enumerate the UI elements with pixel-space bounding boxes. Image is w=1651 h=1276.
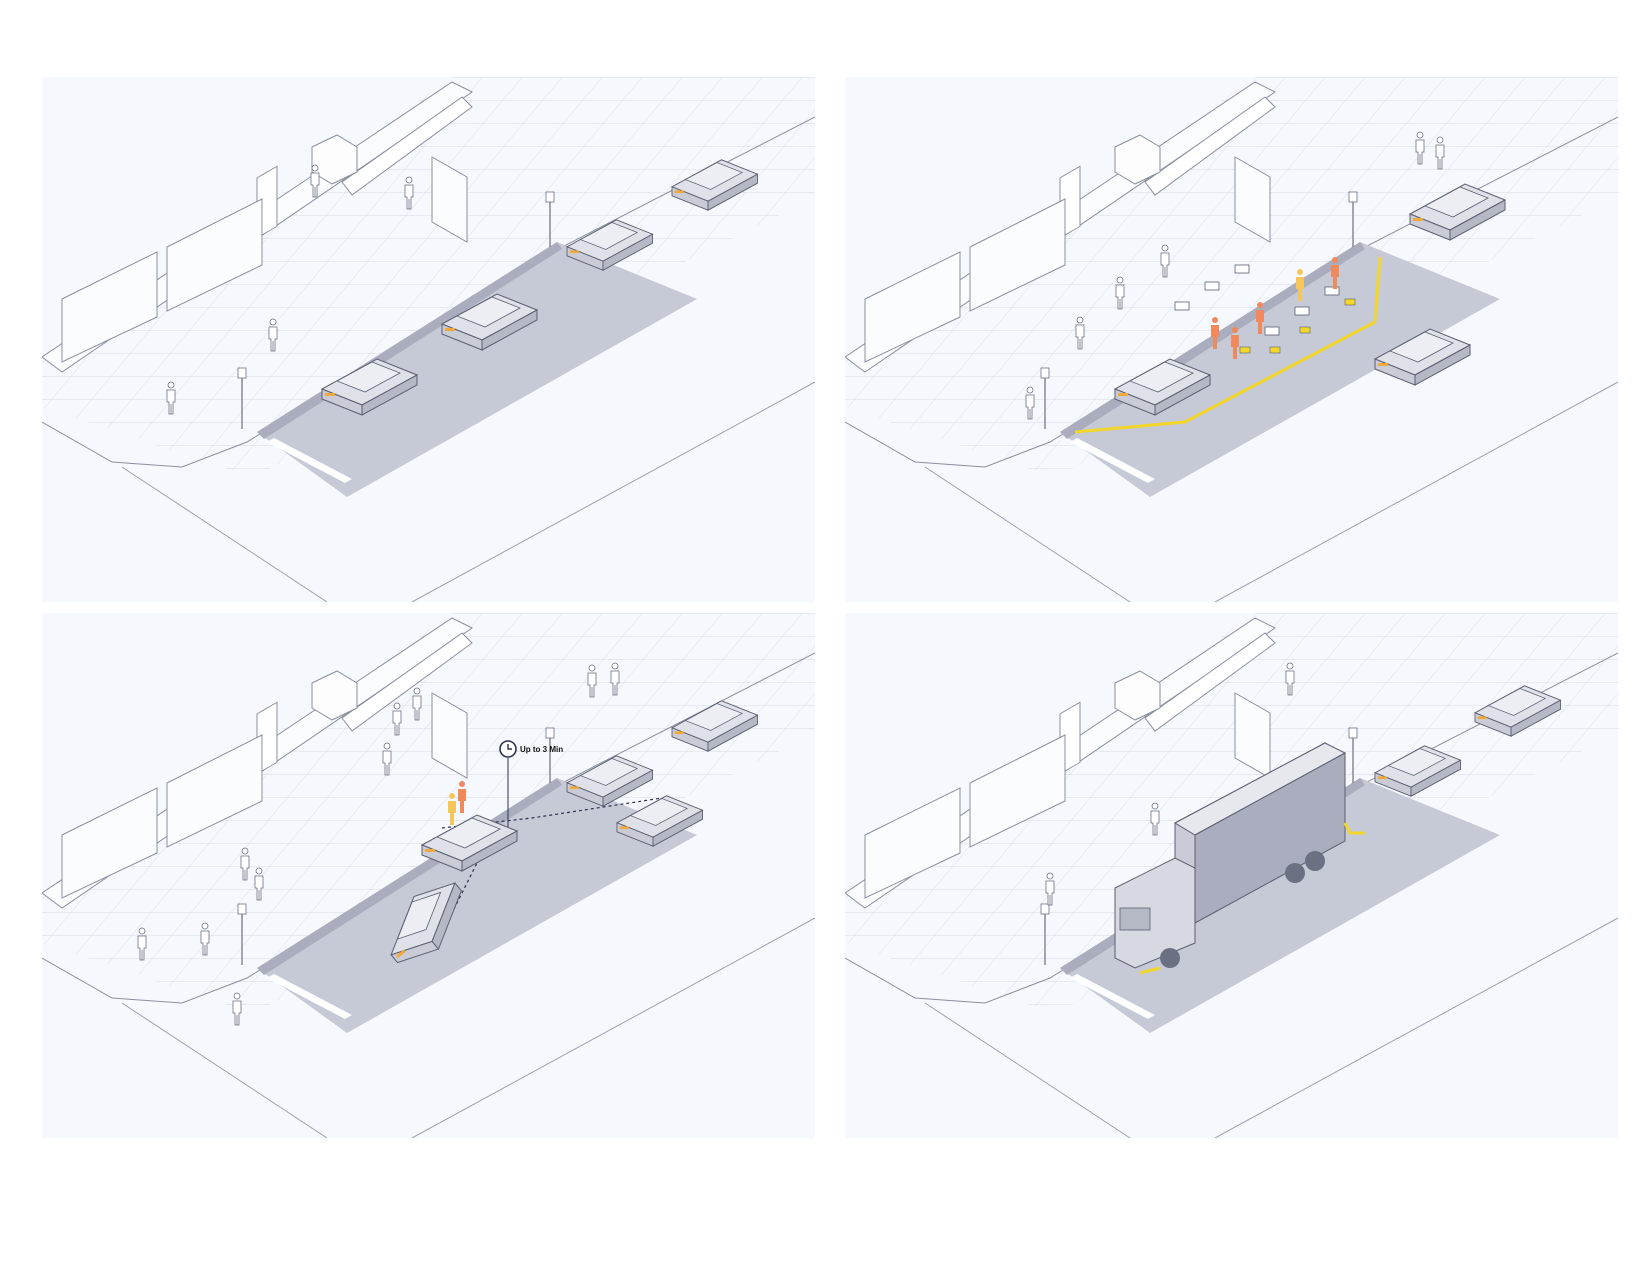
parklet-diagram	[845, 77, 1618, 602]
short-term-diagram: Up to 3 Min	[42, 613, 815, 1138]
panel-short-term: Up to 3 Min	[42, 613, 815, 1138]
panel-parking	[42, 77, 815, 602]
panel-parklet	[845, 77, 1618, 602]
loading-diagram	[845, 613, 1618, 1138]
time-limit-label: Up to 3 Min	[520, 745, 563, 754]
panel-loading	[845, 613, 1618, 1138]
parking-diagram	[42, 77, 815, 602]
clock-icon	[500, 741, 516, 757]
